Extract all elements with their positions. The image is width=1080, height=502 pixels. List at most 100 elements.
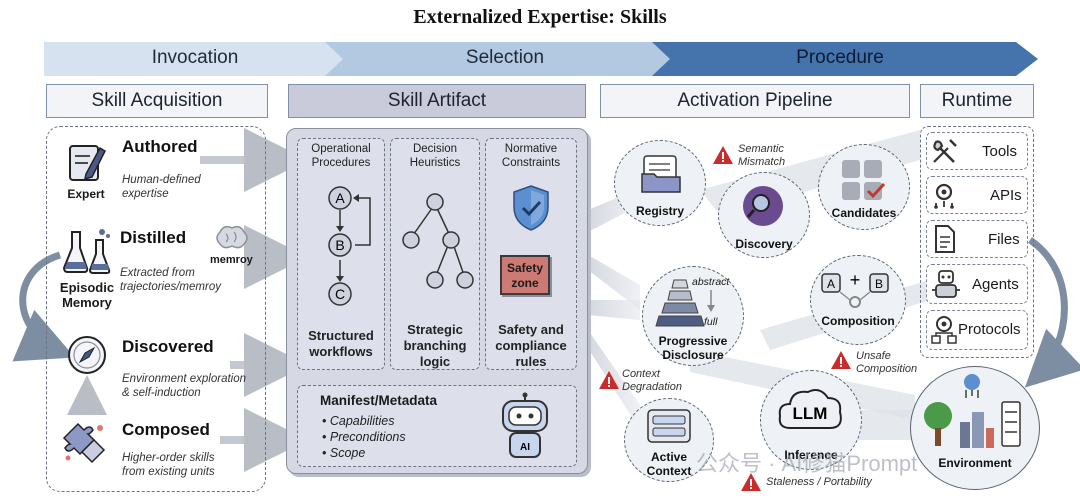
manifest-item-preconditions: Preconditions	[329, 430, 406, 444]
composition-b-text: B	[875, 277, 883, 291]
runtime-agents-label: Agents	[972, 276, 1019, 293]
normative-constraints-column	[485, 138, 577, 370]
robot-icon: AI	[502, 392, 548, 458]
warning-icon-unsafe	[831, 351, 851, 369]
workflow-node-b	[328, 233, 352, 257]
full-label: full	[704, 316, 718, 328]
llm-text: LLM	[793, 404, 828, 423]
phase-invocation-label: Invocation	[151, 47, 239, 68]
pyramid-icon	[655, 279, 705, 327]
inference-label: Inference	[784, 448, 838, 462]
compass-icon	[68, 336, 106, 374]
composition-a-text: A	[827, 277, 835, 291]
registry-circle	[614, 140, 706, 226]
discovered-title: Discovered	[122, 337, 214, 356]
expert-label: Expert	[67, 187, 105, 201]
composed-title: Composed	[122, 420, 210, 439]
header-activation-pipeline: Activation Pipeline	[600, 84, 910, 118]
file-icon	[935, 225, 955, 253]
folder-icon	[641, 155, 681, 193]
manifest-title: Manifest/Metadata	[320, 393, 438, 408]
environment-icon	[924, 374, 1021, 448]
down-arrow-icon	[707, 290, 715, 312]
tools-icon	[933, 139, 957, 163]
phase-arrow-procedure	[652, 42, 1038, 76]
composition-icon: A B +	[821, 270, 889, 308]
workflow-node-a	[328, 186, 352, 210]
robot-badge-text: AI	[520, 442, 530, 453]
brain-icon	[216, 225, 248, 249]
workflow-node-c	[328, 282, 352, 306]
runtime-apis-label: APIs	[990, 187, 1022, 204]
authored-title: Authored	[122, 137, 198, 156]
manifest-items: • Capabilities • Preconditions • Scope	[322, 414, 406, 460]
warning-icon-context	[599, 371, 619, 389]
decision-tree	[402, 193, 474, 289]
runtime-item-apis	[926, 176, 1028, 214]
phase-arrow-invocation	[44, 42, 365, 76]
runtime-panel	[920, 126, 1034, 358]
warning-icon-semantic	[713, 146, 733, 164]
memroy-label: memroy	[210, 254, 253, 266]
phase-procedure-label: Procedure	[796, 47, 884, 68]
watermark-text: 公众号 · AI修猫Prompt	[696, 451, 918, 476]
pencil-icon	[69, 145, 106, 181]
context-window-icon	[647, 409, 691, 443]
candidates-grid-icon	[842, 160, 886, 200]
check-icon	[866, 182, 886, 199]
warning-icon-staleness	[741, 473, 761, 491]
runtime-item-tools	[926, 132, 1028, 170]
diagram-title: Externalized Expertise: Skills	[413, 6, 667, 28]
phase-arrow-selection	[325, 42, 692, 76]
manifest-item-capabilities: Capabilities	[329, 414, 395, 428]
runtime-files-label: Files	[988, 231, 1020, 248]
acquisition-panel	[46, 126, 266, 492]
composition-plus-text: +	[850, 270, 861, 290]
composition-circle	[810, 255, 906, 345]
decision-heuristics-column	[390, 138, 480, 370]
runtime-tools-label: Tools	[982, 143, 1018, 160]
protocols-icon	[931, 316, 957, 344]
candidates-label: Candidates	[831, 206, 897, 220]
header-runtime: Runtime	[920, 84, 1034, 118]
staleness-portability-warning: Staleness / Portability	[766, 476, 872, 488]
manifest-item-scope: Scope	[329, 446, 366, 460]
header-skill-artifact: Skill Artifact	[288, 84, 586, 118]
puzzle-icon	[62, 422, 106, 464]
node-a-text: A	[335, 190, 345, 206]
header-skill-acquisition: Skill Acquisition	[46, 84, 268, 118]
api-gear-icon	[934, 183, 954, 209]
node-c-text: C	[335, 286, 345, 302]
llm-cloud-icon: LLM	[778, 389, 842, 429]
registry-label: Registry	[635, 204, 685, 218]
discovery-label: Discovery	[735, 237, 793, 251]
workflow-graph: A B C	[328, 186, 371, 306]
agents-icon	[932, 270, 960, 298]
environment-label: Environment	[938, 456, 1012, 470]
runtime-protocols-label: Protocols	[958, 321, 1021, 338]
discovered-desc: Environment exploration& self-induction	[122, 373, 247, 399]
shield-icon	[513, 185, 549, 231]
magnifier-icon	[743, 186, 783, 226]
node-b-text: B	[335, 237, 344, 253]
phase-selection-label: Selection	[465, 47, 545, 68]
distilled-title: Distilled	[120, 228, 187, 247]
abstract-label: abstract	[692, 276, 730, 288]
composition-label: Composition	[821, 314, 895, 328]
phase-arrow-band	[44, 42, 1038, 76]
